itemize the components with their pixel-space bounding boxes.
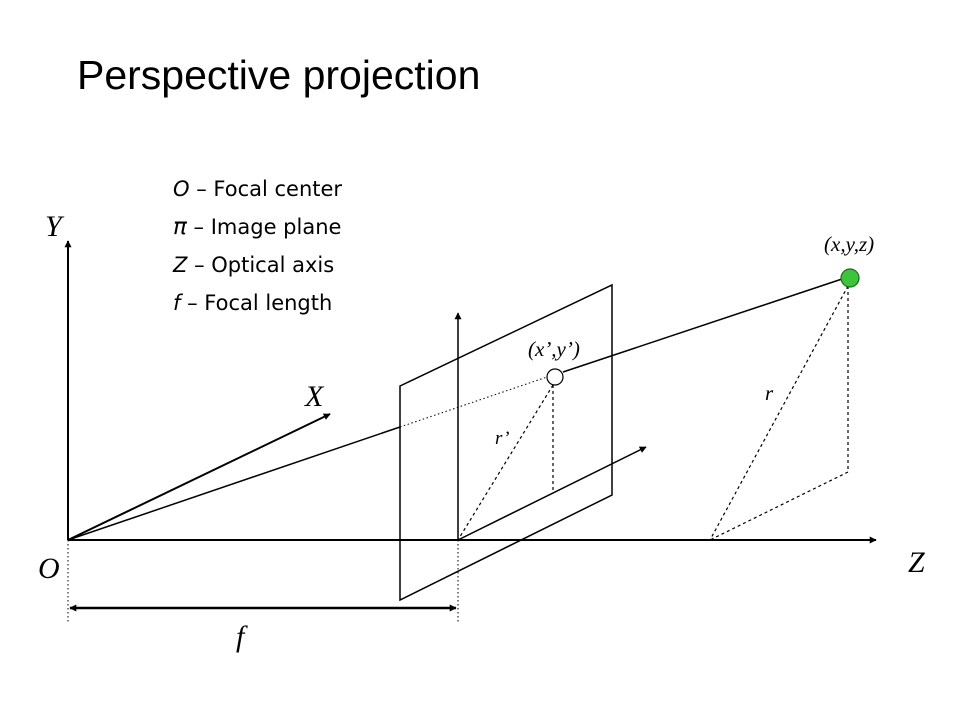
projection-ray-hidden xyxy=(399,376,548,428)
r-world-label: r xyxy=(765,381,774,405)
legend-row-focal-length: f – Focal length xyxy=(173,284,342,322)
legend-text: Focal center xyxy=(213,177,343,201)
world-point-marker xyxy=(840,268,860,288)
legend-row-optical-axis: Z – Optical axis xyxy=(173,246,342,284)
legend-separator: – xyxy=(187,253,212,277)
x-axis-line xyxy=(67,413,331,541)
projection-ray-front xyxy=(67,426,401,541)
z-axis-label: Z xyxy=(908,546,925,579)
image-point-marker xyxy=(546,368,564,386)
legend-text: Image plane xyxy=(210,215,342,239)
legend-text: Optical axis xyxy=(211,253,335,277)
legend-row-focal-center: O – Focal center xyxy=(173,170,342,208)
y-axis-label: Y xyxy=(45,210,65,243)
legend-symbol: π xyxy=(173,214,187,240)
legend-separator: – xyxy=(186,215,211,239)
page-title: Perspective projection xyxy=(77,52,481,98)
origin-label: O xyxy=(38,552,60,585)
projection-ray-back xyxy=(562,277,846,373)
focal-length-label: f xyxy=(236,620,248,653)
world-point-base xyxy=(709,471,849,541)
image-x-axis-line xyxy=(457,446,647,541)
legend: O – Focal center π – Image plane Z – Opt… xyxy=(173,170,342,322)
image-point-r xyxy=(457,384,554,541)
x-axis-label: X xyxy=(304,380,325,413)
legend-text: Focal length xyxy=(204,291,333,315)
legend-separator: – xyxy=(180,291,205,315)
legend-symbol: O xyxy=(173,177,190,201)
legend-separator: – xyxy=(189,177,214,201)
legend-symbol: Z xyxy=(173,253,188,277)
legend-row-image-plane: π – Image plane xyxy=(173,208,342,246)
world-point-r xyxy=(709,285,849,541)
image-plane xyxy=(399,283,613,602)
r-image-label: r’ xyxy=(495,428,509,449)
legend-symbol: f xyxy=(173,291,181,315)
world-point-label: (x,y,z) xyxy=(824,232,874,256)
image-point-label: (x’,y’) xyxy=(528,337,580,361)
